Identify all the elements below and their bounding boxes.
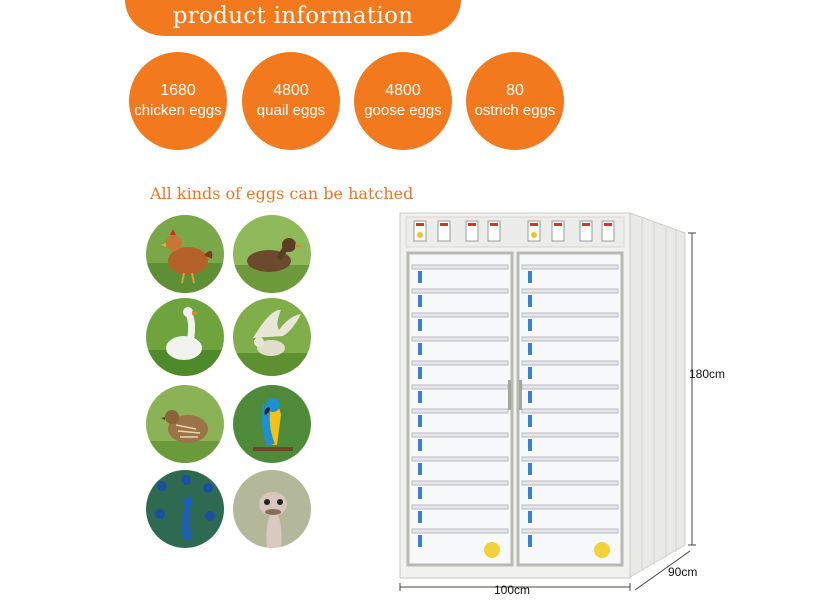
- tray-motor: [528, 511, 532, 523]
- tray-motor: [528, 415, 532, 427]
- tray-motor: [528, 295, 532, 307]
- capacity-ostrich: 80 ostrich eggs: [466, 52, 564, 150]
- tray-motor: [418, 343, 422, 355]
- egg-tray: [411, 312, 509, 318]
- egg-tray: [521, 336, 619, 342]
- tray-motor: [418, 535, 422, 547]
- chicken-icon: [146, 215, 224, 293]
- capacity-goose: 4800 goose eggs: [354, 52, 452, 150]
- tray-motor: [418, 391, 422, 403]
- egg-tray: [411, 288, 509, 294]
- egg-tray: [411, 360, 509, 366]
- capacity-label: goose eggs: [364, 102, 442, 119]
- goose-icon: [146, 298, 224, 376]
- tray-motor: [418, 319, 422, 331]
- capacity-count: 1680: [160, 82, 196, 99]
- capacity-quail: 4800 quail eggs: [242, 52, 340, 150]
- egg-tray: [521, 312, 619, 318]
- tray-motor: [418, 271, 422, 283]
- peacock-icon: [146, 470, 224, 548]
- tray-motor: [528, 391, 532, 403]
- tray-motor: [418, 439, 422, 451]
- egg-tray: [521, 432, 619, 438]
- egg-tray: [521, 456, 619, 462]
- egg-tray: [521, 288, 619, 294]
- tray-motor: [528, 487, 532, 499]
- ostrich-icon: [233, 470, 311, 548]
- capacity-label: ostrich eggs: [474, 102, 556, 119]
- quail-icon: [146, 385, 224, 463]
- egg-tray: [411, 336, 509, 342]
- egg-tray: [411, 408, 509, 414]
- egg-tray: [521, 384, 619, 390]
- egg-tray: [411, 480, 509, 486]
- tray-motor: [418, 511, 422, 523]
- capacity-label: chicken eggs: [134, 102, 222, 119]
- tray-motor: [418, 295, 422, 307]
- incubator-cabinet-image: [380, 205, 710, 600]
- egg-tray: [521, 408, 619, 414]
- egg-tray: [521, 480, 619, 486]
- capacity-count: 4800: [273, 82, 309, 99]
- pigeon-icon: [233, 298, 311, 376]
- tray-motor: [528, 271, 532, 283]
- egg-tray: [411, 528, 509, 534]
- capacity-chicken: 1680 chicken eggs: [129, 52, 227, 150]
- capacity-count: 4800: [385, 82, 421, 99]
- parrot-icon: [233, 385, 311, 463]
- tray-motor: [528, 343, 532, 355]
- tray-motor: [418, 463, 422, 475]
- capacity-count: 80: [506, 82, 524, 99]
- banner-title: product information: [172, 3, 414, 29]
- duck-icon: [233, 215, 311, 293]
- capacity-label: quail eggs: [256, 102, 326, 119]
- egg-tray: [411, 264, 509, 270]
- egg-tray: [411, 384, 509, 390]
- tray-motor: [528, 367, 532, 379]
- egg-tray: [521, 504, 619, 510]
- tray-motor: [528, 319, 532, 331]
- tray-motor: [418, 415, 422, 427]
- dimension-height-label: 180cm: [689, 367, 726, 381]
- tray-motor: [528, 439, 532, 451]
- egg-tray: [521, 360, 619, 366]
- tray-motor: [418, 367, 422, 379]
- tray-motor: [528, 535, 532, 547]
- eggs-subtitle: All kinds of eggs can be hatched: [150, 184, 414, 203]
- egg-tray: [521, 528, 619, 534]
- dimension-depth-label: 90cm: [668, 565, 698, 579]
- egg-tray: [521, 264, 619, 270]
- egg-tray: [411, 456, 509, 462]
- egg-tray: [411, 504, 509, 510]
- dimension-width-label: 100cm: [494, 583, 531, 597]
- tray-motor: [528, 463, 532, 475]
- tray-motor: [418, 487, 422, 499]
- title-banner: product information: [125, 0, 461, 36]
- egg-tray: [411, 432, 509, 438]
